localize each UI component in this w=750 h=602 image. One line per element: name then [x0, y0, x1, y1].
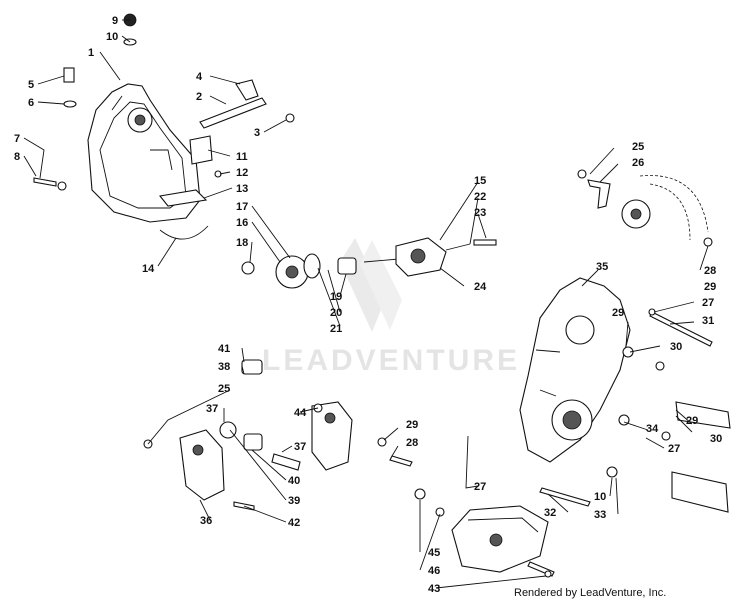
callout-14: 14	[142, 263, 155, 275]
callout-38: 38	[218, 361, 230, 373]
center-shaft-parts	[241, 237, 497, 289]
callout-46: 46	[428, 565, 440, 577]
callout-22: 22	[474, 191, 486, 203]
callout-5: 5	[28, 79, 34, 91]
callout-24: 24	[474, 281, 487, 293]
callout-4: 4	[196, 71, 203, 83]
callout-41: 41	[218, 343, 230, 355]
callout-31: 31	[702, 315, 714, 327]
callout-11: 11	[236, 151, 248, 163]
callout-labels: 9 10 1 5 6 7 8 4 2 3 11 12 13 14 17 16 1…	[14, 15, 722, 595]
chaincase-housing	[519, 277, 731, 513]
callout-28-b: 28	[406, 437, 418, 449]
upper-cover-assembly	[33, 13, 295, 240]
callout-29-b: 29	[612, 307, 624, 319]
leader-lines	[23, 19, 709, 589]
callout-35: 35	[596, 261, 608, 273]
callout-25: 25	[632, 141, 644, 153]
callout-33: 33	[594, 509, 606, 521]
lower-left-tensioner	[143, 359, 413, 511]
callout-2: 2	[196, 91, 202, 103]
callout-42: 42	[288, 517, 300, 529]
callout-8: 8	[14, 151, 20, 163]
callout-9: 9	[112, 15, 118, 27]
callout-3: 3	[254, 127, 260, 139]
callout-30: 30	[670, 341, 682, 353]
callout-40: 40	[288, 475, 300, 487]
callout-29-d: 29	[406, 419, 418, 431]
callout-6: 6	[28, 97, 34, 109]
callout-32: 32	[544, 507, 556, 519]
callout-7: 7	[14, 133, 20, 145]
callout-19: 19	[330, 291, 342, 303]
callout-37: 37	[206, 403, 218, 415]
callout-30-b: 30	[710, 433, 722, 445]
credit-text: Rendered by LeadVenture, Inc.	[514, 587, 666, 599]
callout-13: 13	[236, 183, 248, 195]
callout-25-b: 25	[218, 383, 230, 395]
callout-18: 18	[236, 237, 248, 249]
callout-10: 10	[106, 31, 118, 43]
callout-15: 15	[474, 175, 486, 187]
callout-1: 1	[88, 47, 94, 59]
callout-21: 21	[330, 323, 342, 335]
callout-20: 20	[330, 307, 342, 319]
callout-23: 23	[474, 207, 486, 219]
callout-29-c: 29	[686, 415, 698, 427]
callout-43: 43	[428, 583, 440, 595]
callout-36: 36	[200, 515, 212, 527]
watermark-text: LEADVENTURE	[262, 344, 520, 377]
bottom-tensioner-block	[414, 488, 555, 578]
callout-12: 12	[236, 167, 248, 179]
callout-10-b: 10	[594, 491, 606, 503]
callout-29: 29	[704, 281, 716, 293]
callout-27-c: 27	[474, 481, 486, 493]
callout-39: 39	[288, 495, 300, 507]
callout-27: 27	[702, 297, 714, 309]
callout-28: 28	[704, 265, 716, 277]
callout-45: 45	[428, 547, 440, 559]
upper-right-bracket	[577, 169, 713, 247]
callout-26: 26	[632, 157, 644, 169]
callout-16: 16	[236, 217, 248, 229]
callout-37-b: 37	[294, 441, 306, 453]
callout-27-b: 27	[668, 443, 680, 455]
callout-44: 44	[294, 407, 307, 419]
callout-17: 17	[236, 201, 248, 213]
callout-34: 34	[646, 423, 659, 435]
